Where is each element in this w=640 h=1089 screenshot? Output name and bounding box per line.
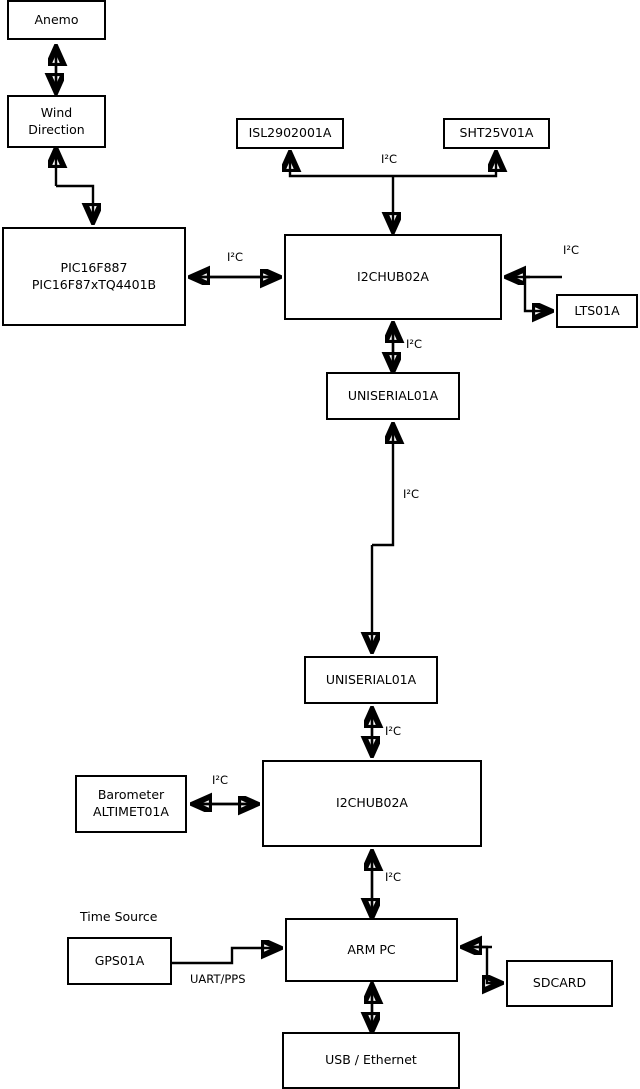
edge-uniserial-link-up xyxy=(372,426,393,547)
node-wind-direction-label: Wind Direction xyxy=(28,104,85,137)
edge-armpc-to-sdcard xyxy=(470,945,500,983)
edge-label-sensor-bus: I²C xyxy=(381,152,398,166)
edge-label-barometer-to-hub: I²C xyxy=(212,773,229,787)
edge-label-uniserial-bottom-to-hub: I²C xyxy=(385,724,402,738)
edge-wind-to-pic xyxy=(56,184,93,221)
node-uniserial01a-bottom[interactable]: UNISERIAL01A xyxy=(304,656,438,704)
edge-gps-to-armpc xyxy=(172,948,279,965)
edge-label-pic-to-hub: I²C xyxy=(227,250,244,264)
node-arm-pc-label: ARM PC xyxy=(347,941,396,957)
edge-bus-to-isl xyxy=(290,154,393,178)
node-pic-microcontroller-label: PIC16F887 PIC16F87xTQ4401B xyxy=(31,259,157,292)
node-gps01a[interactable]: GPS01A xyxy=(67,937,172,985)
node-wind-direction[interactable]: Wind Direction xyxy=(7,95,106,148)
node-i2chub02a-bottom[interactable]: I2CHUB02A xyxy=(262,760,482,847)
node-isl2902001a[interactable]: ISL2902001A xyxy=(236,118,344,149)
node-isl2902001a-label: ISL2902001A xyxy=(248,125,332,141)
edge-bus-to-sht xyxy=(393,154,496,178)
node-barometer-altimet01a-label: Barometer ALTIMET01A xyxy=(93,787,169,819)
edge-label-uniserial-link: I²C xyxy=(403,487,420,501)
node-anemo-label: Anemo xyxy=(34,11,79,27)
node-i2chub02a-bottom-label: I2CHUB02A xyxy=(336,795,408,811)
node-anemo[interactable]: Anemo xyxy=(7,0,106,40)
node-sht25v01a-label: SHT25V01A xyxy=(459,125,534,141)
node-uniserial01a-bottom-label: UNISERIAL01A xyxy=(325,671,417,687)
node-sdcard[interactable]: SDCARD xyxy=(506,960,613,1007)
node-sht25v01a[interactable]: SHT25V01A xyxy=(443,118,550,149)
node-barometer-altimet01a[interactable]: Barometer ALTIMET01A xyxy=(75,775,187,833)
label-time-source: Time Source xyxy=(80,909,158,924)
edge-label-hub-to-lts: I²C xyxy=(563,243,580,257)
node-lts01a-label: LTS01A xyxy=(574,302,620,318)
node-i2chub02a-top-label: I2CHUB02A xyxy=(357,268,429,284)
node-uniserial01a-top[interactable]: UNISERIAL01A xyxy=(326,372,460,420)
node-gps01a-label: GPS01A xyxy=(94,952,145,968)
edge-label-hub-to-armpc: I²C xyxy=(385,870,402,884)
node-usb-ethernet-label: USB / Ethernet xyxy=(325,1052,417,1068)
edge-label-gps-to-armpc: UART/PPS xyxy=(190,972,246,986)
node-sdcard-label: SDCARD xyxy=(532,975,587,991)
node-pic-microcontroller[interactable]: PIC16F887 PIC16F87xTQ4401B xyxy=(2,227,186,326)
node-uniserial01a-top-label: UNISERIAL01A xyxy=(347,387,439,403)
node-i2chub02a-top[interactable]: I2CHUB02A xyxy=(284,234,502,320)
edge-label-hub-to-uniserial-top: I²C xyxy=(406,337,423,351)
node-usb-ethernet[interactable]: USB / Ethernet xyxy=(282,1032,460,1089)
node-arm-pc[interactable]: ARM PC xyxy=(285,918,458,982)
node-lts01a[interactable]: LTS01A xyxy=(556,294,638,328)
